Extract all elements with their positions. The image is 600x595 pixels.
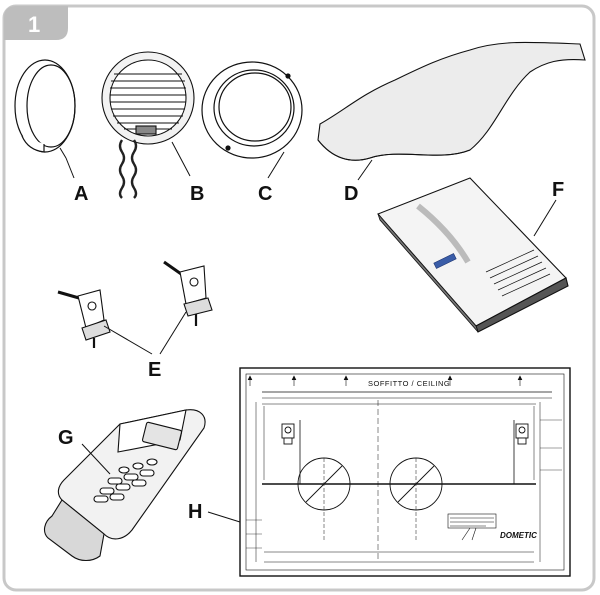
leader-h	[207, 511, 241, 523]
label-f: F	[552, 179, 564, 201]
leader-e	[103, 311, 187, 355]
part-e-bracket-right	[163, 260, 213, 326]
label-g: G	[58, 427, 74, 449]
label-c: C	[258, 183, 272, 205]
template-brand-logo: DOMETIC	[500, 531, 537, 540]
leader-f	[533, 199, 557, 237]
template-ceiling-text: SOFFITTO / CEILING	[368, 379, 450, 388]
part-c-flange	[201, 61, 303, 159]
step-badge: 1	[4, 6, 68, 40]
part-g-remote	[43, 409, 206, 562]
part-h-template	[239, 367, 571, 577]
leader-d	[357, 159, 373, 181]
label-a: A	[74, 183, 88, 205]
step-number: 1	[28, 12, 40, 37]
label-e: E	[148, 359, 161, 381]
leader-c	[267, 151, 285, 179]
label-b: B	[190, 183, 204, 205]
leader-g	[81, 443, 111, 475]
part-b-grille	[101, 51, 195, 145]
part-d-sheet	[317, 41, 586, 161]
part-a-ring	[14, 59, 76, 179]
label-h: H	[188, 501, 202, 523]
leader-b	[171, 141, 191, 177]
part-e-bracket-left	[57, 289, 111, 348]
part-f-booklet	[377, 177, 569, 333]
part-b-cords	[118, 139, 138, 199]
label-d: D	[344, 183, 358, 205]
